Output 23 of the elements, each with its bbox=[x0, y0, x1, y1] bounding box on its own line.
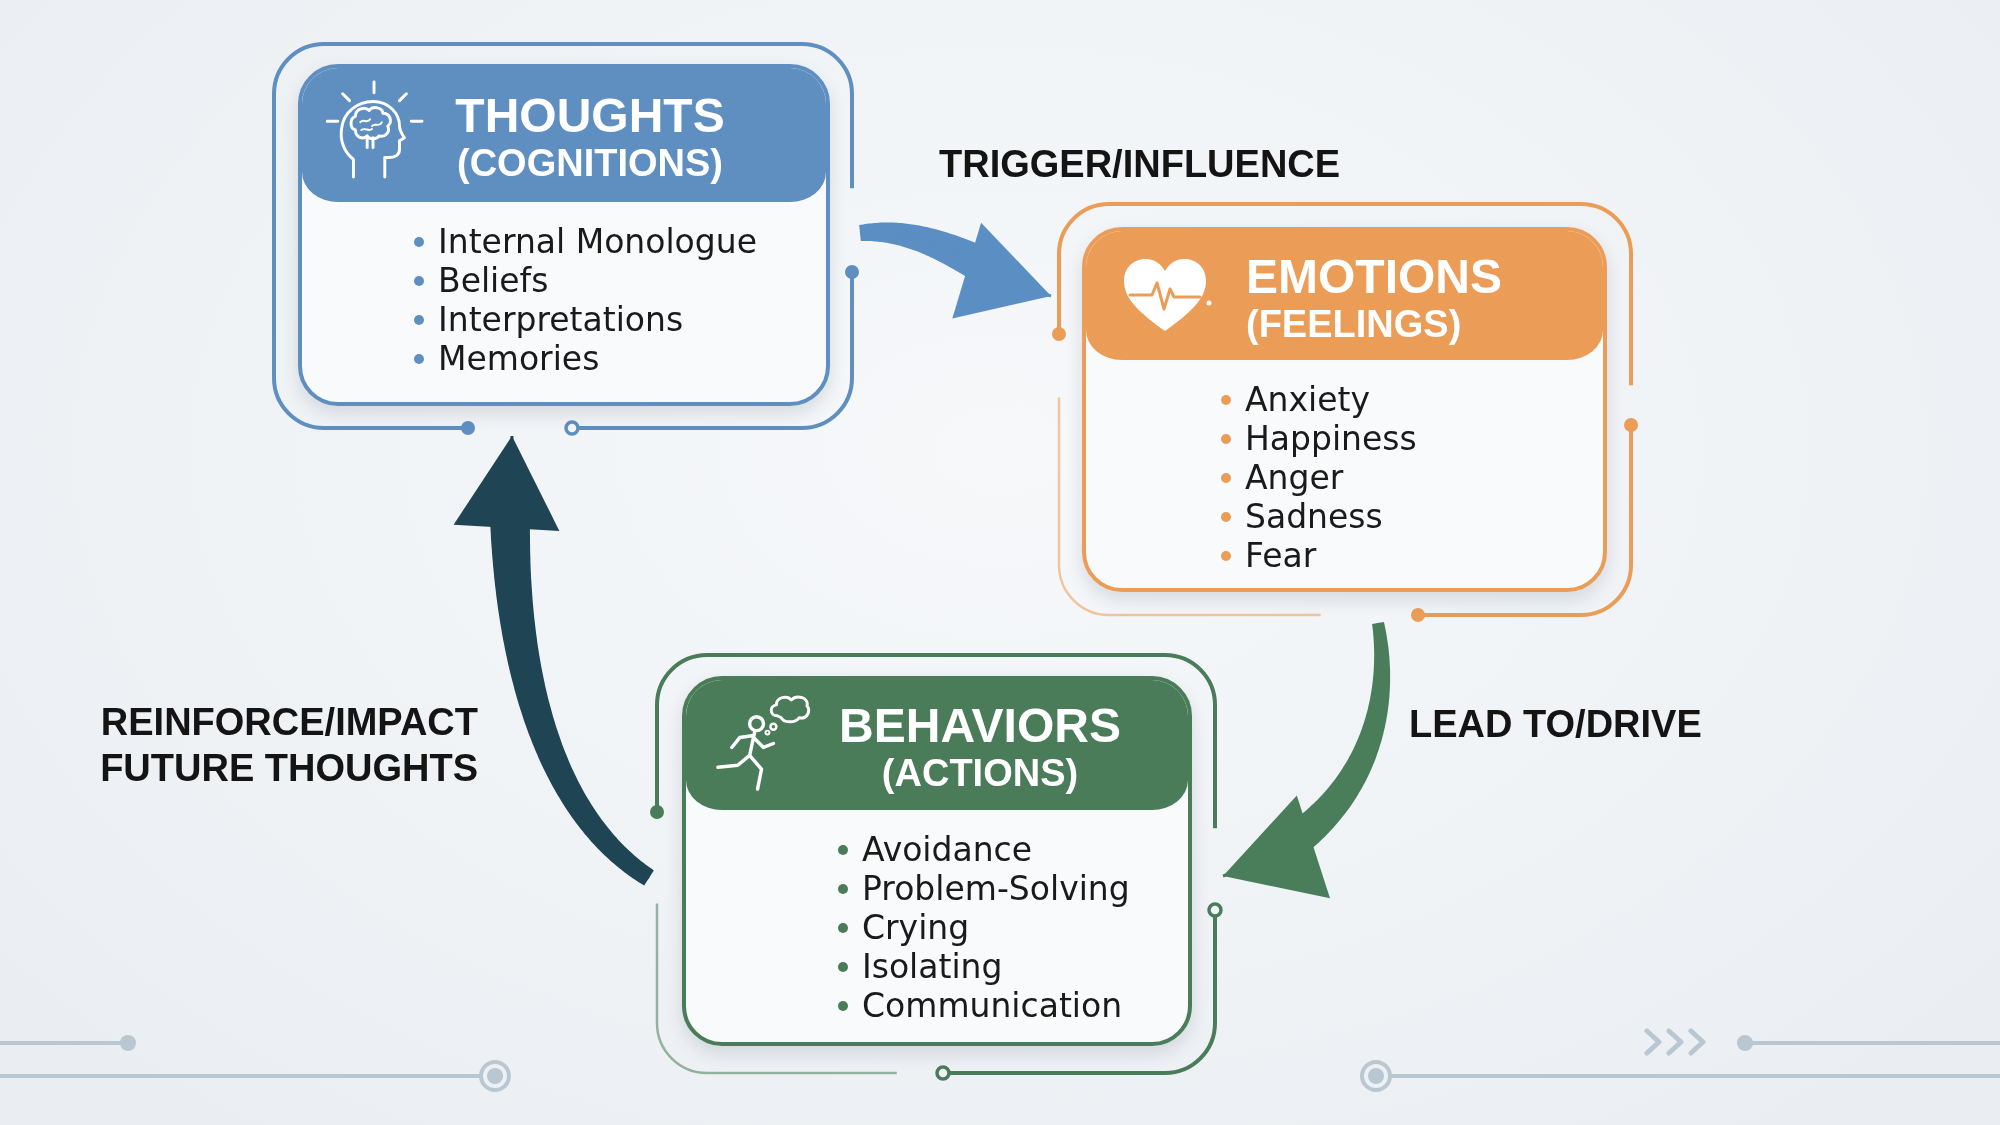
list-item: Isolating bbox=[862, 947, 1003, 986]
card-subtitle: (COGNITIONS) bbox=[457, 144, 723, 182]
card-title: BEHAVIORS bbox=[839, 702, 1121, 750]
list-item: Anxiety bbox=[1245, 380, 1370, 419]
list-item: Interpretations bbox=[438, 300, 684, 339]
list-item: Beliefs bbox=[438, 261, 549, 300]
list-item: Memories bbox=[438, 339, 600, 378]
list-item: Internal Monologue bbox=[438, 222, 757, 261]
list-item: Problem-Solving bbox=[862, 869, 1130, 908]
list-item: Communication bbox=[862, 986, 1123, 1025]
card-title: THOUGHTS bbox=[455, 92, 725, 140]
list-item: Anger bbox=[1245, 458, 1344, 497]
list-item: Fear bbox=[1245, 536, 1317, 575]
edge-label: LEAD TO/DRIVE bbox=[1409, 702, 1702, 747]
list-item: Happiness bbox=[1245, 419, 1417, 458]
card-subtitle: (FEELINGS) bbox=[1246, 304, 1462, 343]
card-title: EMOTIONS bbox=[1246, 252, 1502, 301]
edge-label: REINFORCE/IMPACT FUTURE THOUGHTS bbox=[99, 700, 478, 791]
edge-label: TRIGGER/INFLUENCE bbox=[939, 142, 1341, 187]
card-subtitle: (ACTIONS) bbox=[881, 754, 1079, 792]
list-item: Crying bbox=[862, 908, 970, 947]
list-item: Avoidance bbox=[862, 830, 1033, 869]
list-item: Sadness bbox=[1245, 497, 1383, 536]
